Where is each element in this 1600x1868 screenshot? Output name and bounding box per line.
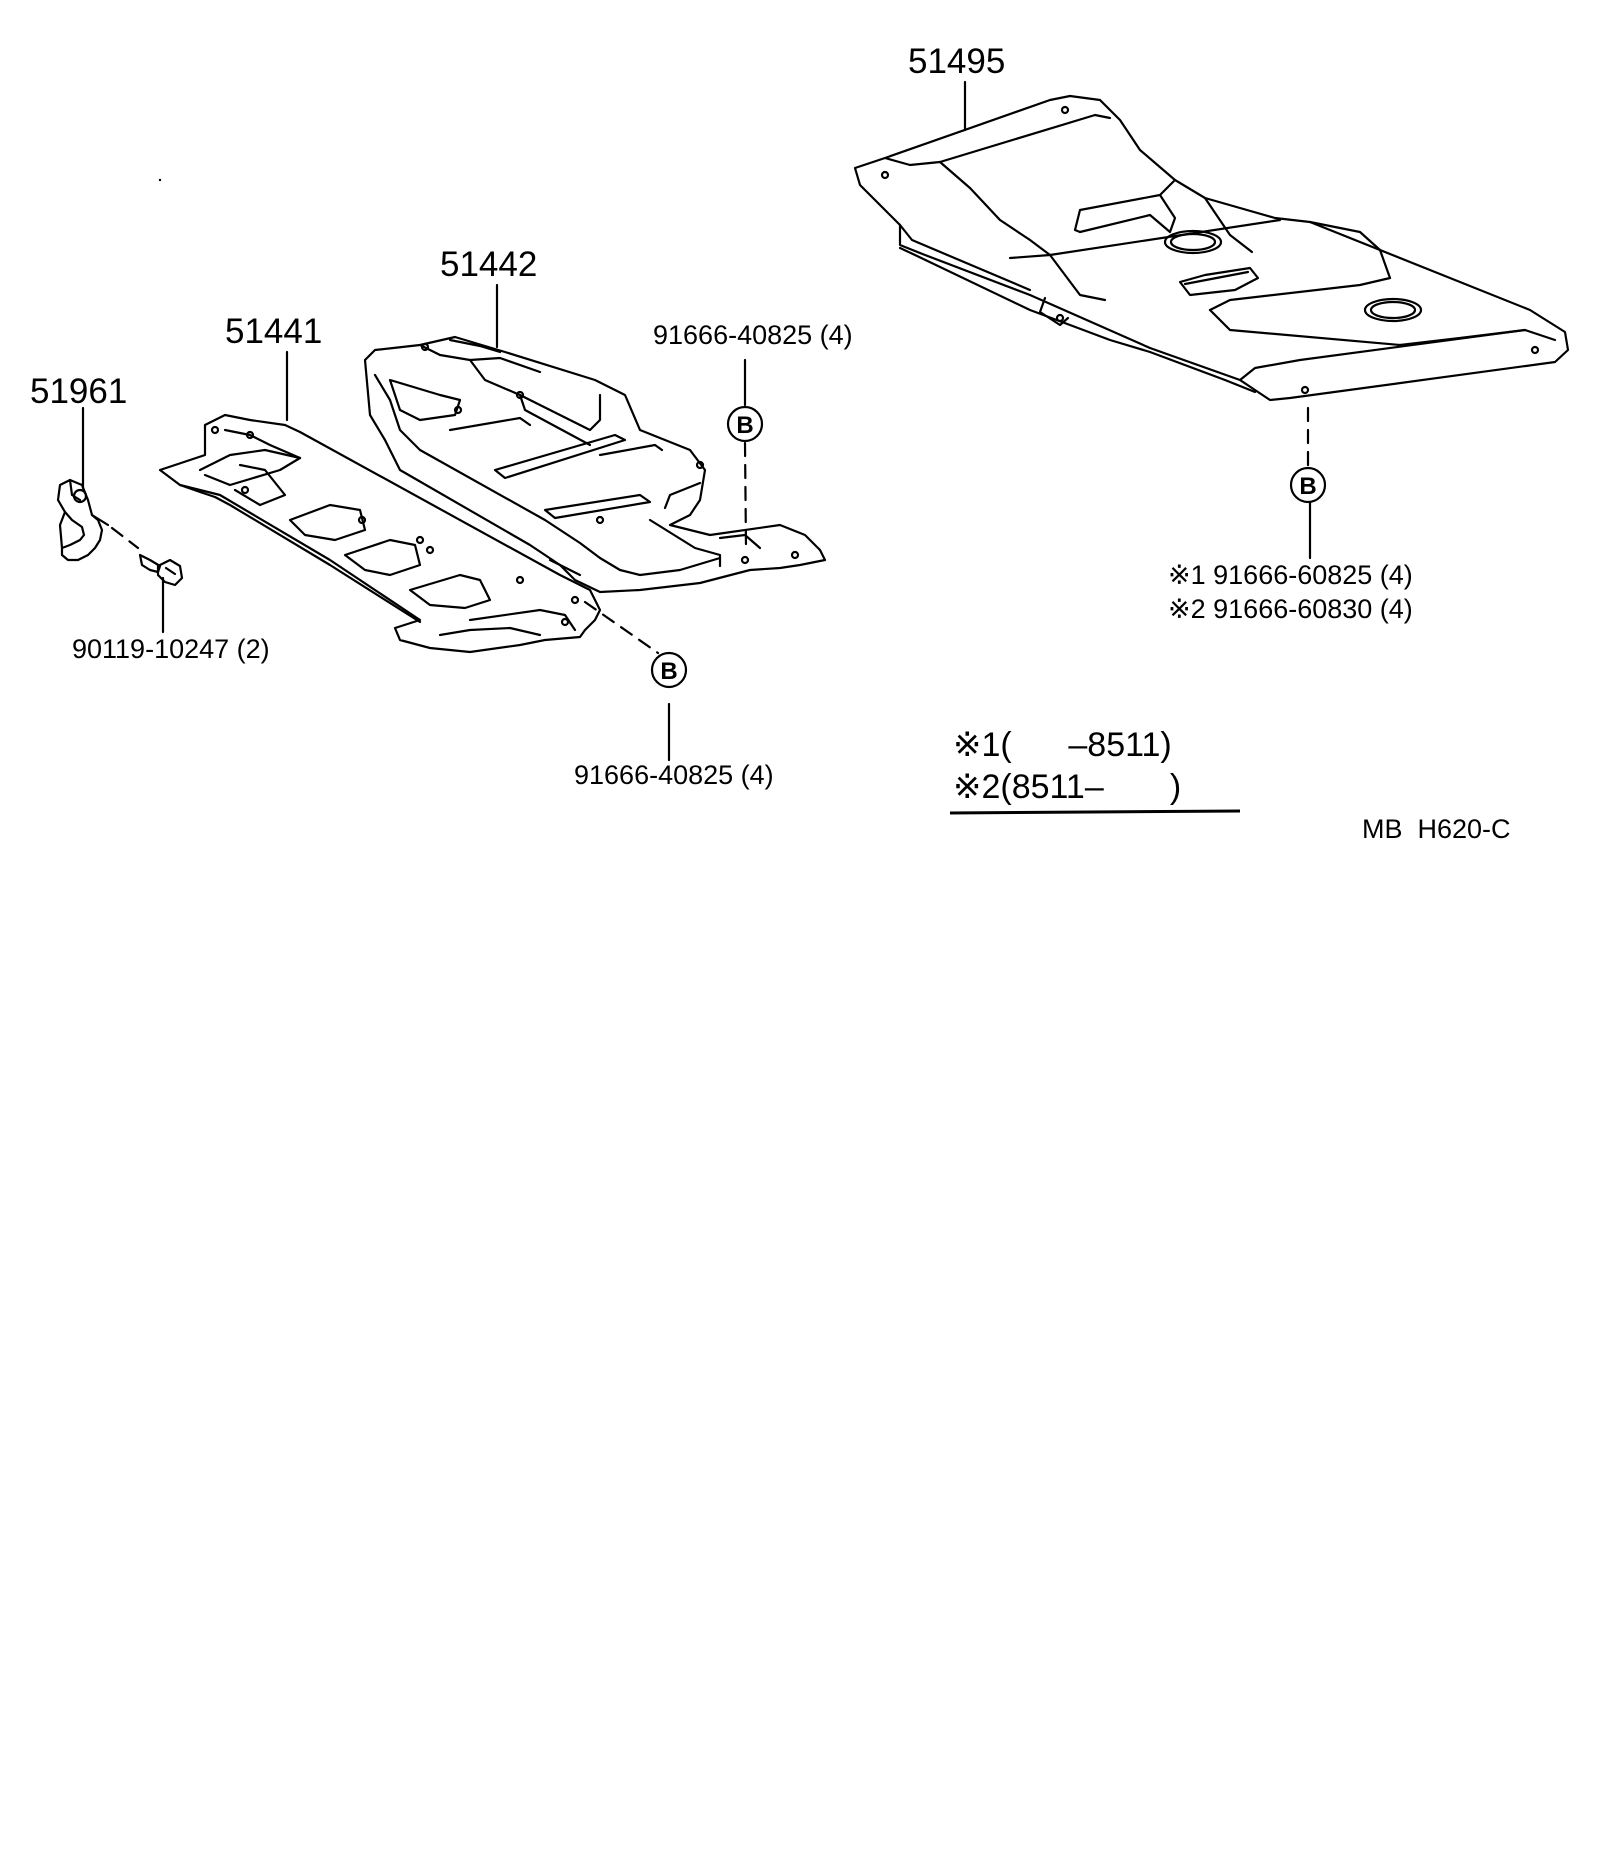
bracket-51961-drawing [56,478,110,562]
part-number-51441: 51441 [225,312,323,351]
note-1: ※1( –8511) [953,726,1172,764]
callout-letter: B [736,412,753,439]
dashed-alignment-lines [110,406,1310,655]
callout-letter: B [660,658,677,685]
notes-underline [949,809,1241,815]
callout-letter: B [1299,473,1316,500]
callout-b-lower-left: B [650,651,688,689]
leader-lines [81,80,1312,762]
fastener-label-upper-left: 91666-40825 (4) [653,320,853,350]
fastener-label-clip-bolt: 90119-10247 (2) [72,634,270,664]
cover-51441-drawing [158,413,602,654]
stray-dot [158,178,162,182]
callout-b-right: B [1289,466,1327,504]
part-number-51495: 51495 [908,42,1006,81]
cover-51495-drawing [853,94,1570,402]
bolt-90119-drawing [138,553,184,587]
diagram-code: MB H620-C [1362,814,1511,844]
part-number-51961: 51961 [30,372,128,411]
cover-51442-drawing [363,335,827,594]
fastener-label-right-2: ※2 91666-60830 (4) [1168,594,1413,624]
callout-b-upper-left: B [726,405,764,443]
part-number-51442: 51442 [440,245,538,284]
fastener-label-lower-left: 91666-40825 (4) [574,760,774,790]
note-2: ※2(8511– ) [953,768,1182,806]
fastener-label-right-1: ※1 91666-60825 (4) [1168,560,1413,590]
